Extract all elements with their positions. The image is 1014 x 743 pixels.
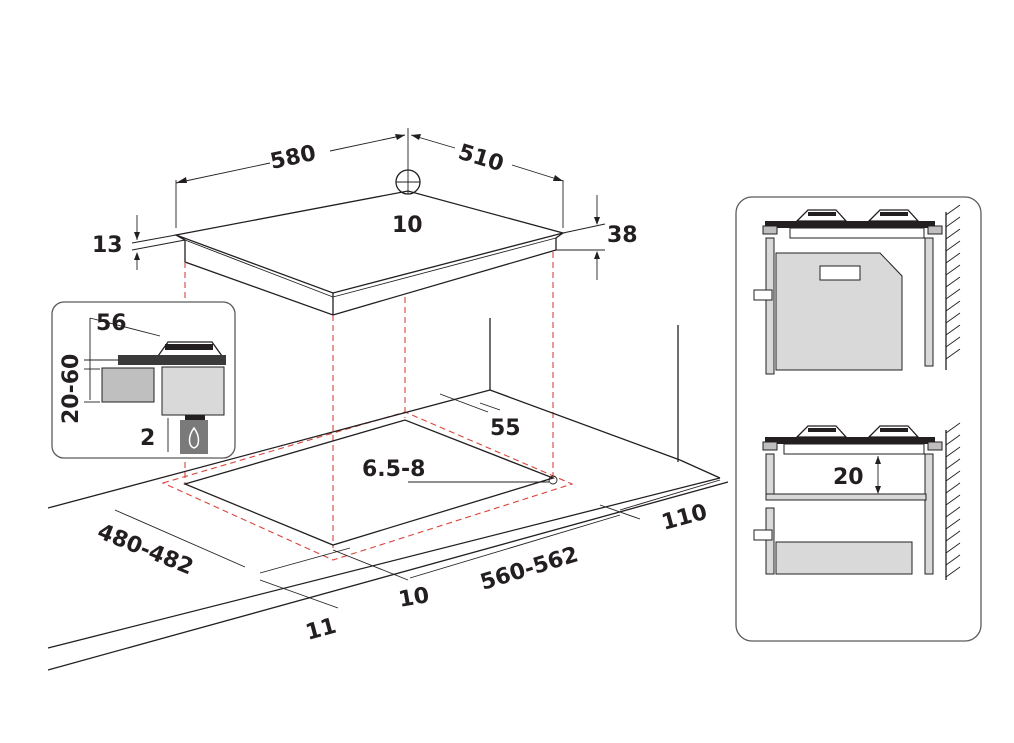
label-center-10: 10 <box>392 213 423 238</box>
dim-10-front: 10 <box>259 547 432 613</box>
flame-drop-icon <box>180 420 208 454</box>
label-110: 110 <box>659 500 710 536</box>
label-20-60: 20-60 <box>59 354 84 424</box>
dim-11: 11 <box>259 579 339 646</box>
dim-gas-hole: 6.5-8 <box>362 457 549 483</box>
label-38: 38 <box>607 223 638 248</box>
dim-13: 13 <box>92 215 186 270</box>
inset-panel: 56 20-60 2 <box>51 301 236 459</box>
label-11: 11 <box>303 614 339 646</box>
label-13: 13 <box>92 233 123 258</box>
label-510: 510 <box>455 140 506 177</box>
dim-510: 510 <box>410 134 564 228</box>
label-580: 580 <box>268 141 318 175</box>
dim-480-482: 480-482 <box>94 509 246 580</box>
gas-hole-icon <box>548 475 558 485</box>
dim-560-562: 560-562 <box>409 504 641 596</box>
label-560-562: 560-562 <box>477 542 581 595</box>
worktop <box>47 318 729 671</box>
label-56: 56 <box>96 311 127 336</box>
label-2: 2 <box>140 426 155 451</box>
hob-over-oven <box>753 204 961 375</box>
hob-over-drawer: 20 <box>753 422 961 580</box>
label-20: 20 <box>833 465 864 490</box>
label-6-5-8: 6.5-8 <box>362 457 425 482</box>
right-panel: 20 <box>735 196 982 642</box>
label-10-front: 10 <box>397 583 432 613</box>
dim-580: 580 <box>175 134 406 228</box>
dim-55: 55 <box>439 393 521 441</box>
wall-hatch-icon <box>945 204 961 360</box>
dim-38: 38 <box>556 195 638 280</box>
label-480-482: 480-482 <box>94 519 197 580</box>
label-55: 55 <box>490 416 521 441</box>
